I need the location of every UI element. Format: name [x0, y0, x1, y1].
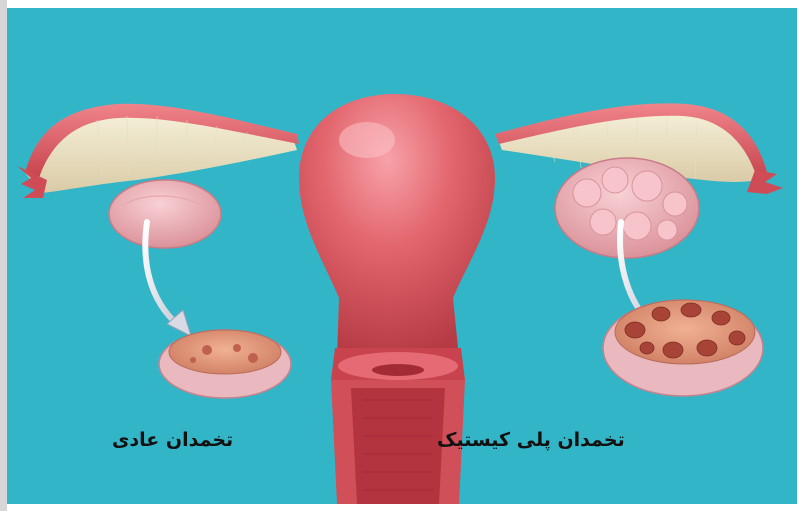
right-ovary-polycystic [555, 158, 699, 258]
left-ovary-normal [109, 180, 221, 248]
left-border-strip [0, 0, 7, 511]
illustration-panel: تخمدان عادی تخمدان پلی کیستیک [7, 8, 797, 504]
polycystic-ovary-cross-section [603, 300, 763, 396]
normal-ovary-cross-section [159, 330, 291, 398]
polycystic-ovary-caption: تخمدان پلی کیستیک [437, 429, 625, 451]
normal-ovary-caption: تخمدان عادی [112, 429, 233, 451]
